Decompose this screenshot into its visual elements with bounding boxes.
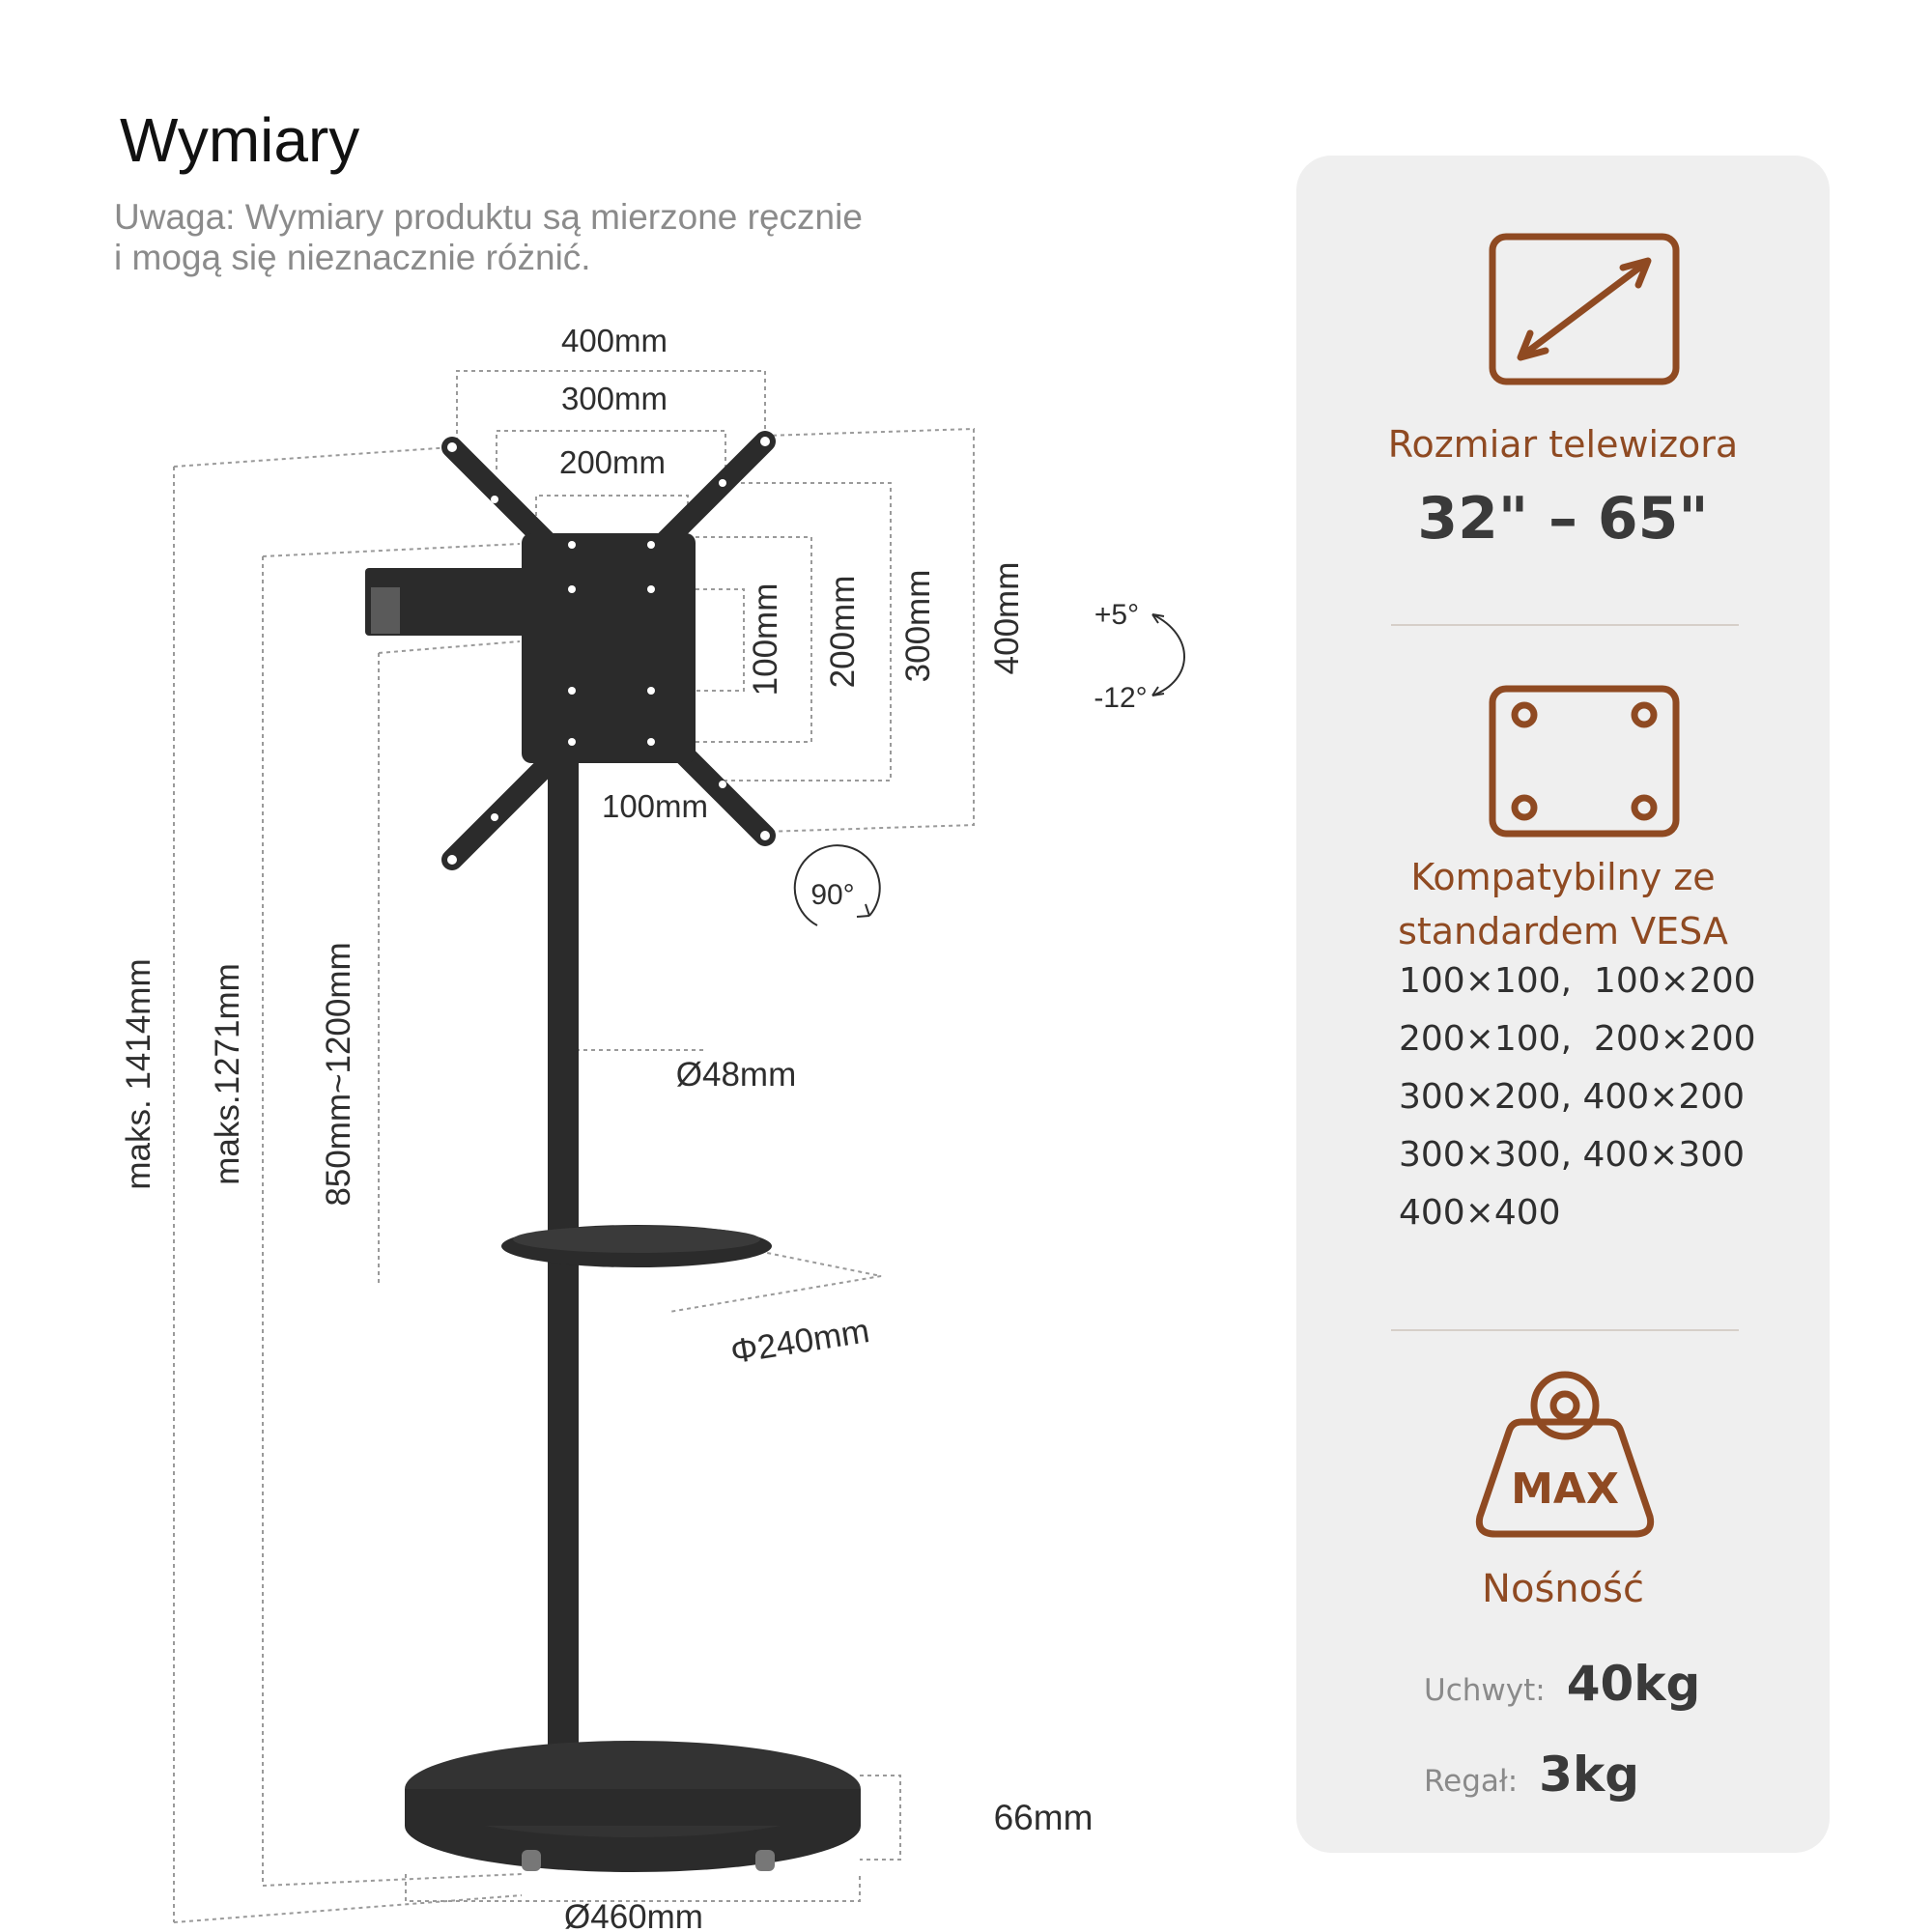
vesa-width-300-label: 300mm — [561, 381, 668, 416]
base-diameter-label: Ø460mm — [564, 1898, 703, 1932]
vesa-height-100-label: 100mm — [747, 583, 784, 696]
vesa-size-row: 200×100, 200×200 — [1399, 1019, 1756, 1059]
note-line-1: Uwaga: Wymiary produktu są mierzone ręcz… — [114, 197, 863, 237]
tv-stand-drawing — [365, 431, 861, 1872]
tilt-down-label: -12° — [1094, 682, 1147, 714]
mount-load-key: Uchwyt: — [1424, 1673, 1546, 1708]
vesa-width-400-label: 400mm — [561, 323, 668, 358]
vesa-label: Kompatybilny ze standardem VESA — [1296, 850, 1830, 958]
vesa-plate-icon — [1489, 685, 1680, 838]
vesa-size-row: 400×400 — [1399, 1193, 1561, 1233]
vesa-size-row: 300×300, 400×300 — [1399, 1135, 1746, 1175]
pole-diameter-label: Ø48mm — [676, 1056, 796, 1094]
shelf-load-row: Regał: 3kg — [1424, 1747, 1639, 1803]
stand-dimension-diagram: 400mm 300mm 200mm 100mm 100mm 200mm 300m… — [120, 323, 1185, 1932]
max-weight-icon: MAX — [1475, 1371, 1655, 1538]
vesa-size-row: 300×200, 400×200 — [1399, 1077, 1746, 1117]
mounting-holes — [447, 437, 770, 865]
measurement-note: Uwaga: Wymiary produktu są mierzone ręcz… — [114, 197, 983, 278]
mount-load-row: Uchwyt: 40kg — [1424, 1656, 1700, 1712]
vesa-size-row: 100×100, 100×200 — [1399, 961, 1756, 1001]
specs-panel — [1296, 156, 1830, 1853]
page-title: Wymiary — [120, 105, 360, 175]
vesa-height-300-label: 300mm — [899, 570, 937, 683]
shelf-load-value: 3kg — [1539, 1747, 1639, 1803]
tv-size-range: 32" – 65" — [1417, 485, 1709, 553]
max-icon-text: MAX — [1511, 1464, 1619, 1514]
max-total-height-label: maks. 1414mm — [120, 958, 157, 1189]
vesa-height-400-label: 400mm — [988, 562, 1026, 675]
rotation-arrow-icon — [793, 844, 881, 926]
dimension-lines — [173, 370, 975, 1923]
vesa-width-200-label: 200mm — [559, 444, 666, 480]
separator — [1391, 624, 1739, 626]
separator — [1391, 1329, 1739, 1331]
tilt-arc-icon — [1151, 613, 1185, 696]
vesa-label-line-2: standardem VESA — [1398, 910, 1728, 952]
vesa-label-line-1: Kompatybilny ze — [1410, 856, 1716, 898]
mount-load-value: 40kg — [1566, 1656, 1701, 1712]
tv-size-label: Rozmiar telewizora — [1387, 423, 1739, 466]
vesa-width-100-label: 100mm — [602, 788, 708, 824]
vesa-height-200-label: 200mm — [824, 576, 862, 689]
vesa-sizes-list: 100×100, 100×200 200×100, 200×200 300×20… — [1399, 952, 1756, 1242]
load-capacity-label: Nośność — [1482, 1567, 1644, 1611]
max-mount-height-label: maks.1271mm — [209, 963, 246, 1185]
note-line-2: i mogą się nieznacznie różnić. — [114, 238, 591, 277]
diagonal-screen-icon — [1489, 233, 1680, 385]
height-range-label: 850mm~1200mm — [320, 942, 357, 1206]
rotation-label: 90° — [810, 879, 854, 911]
tilt-up-label: +5° — [1094, 599, 1139, 631]
shelf-load-key: Regał: — [1424, 1764, 1519, 1799]
base-height-label: 66mm — [994, 1798, 1094, 1837]
shelf-diameter-label: Φ240mm — [728, 1312, 872, 1371]
